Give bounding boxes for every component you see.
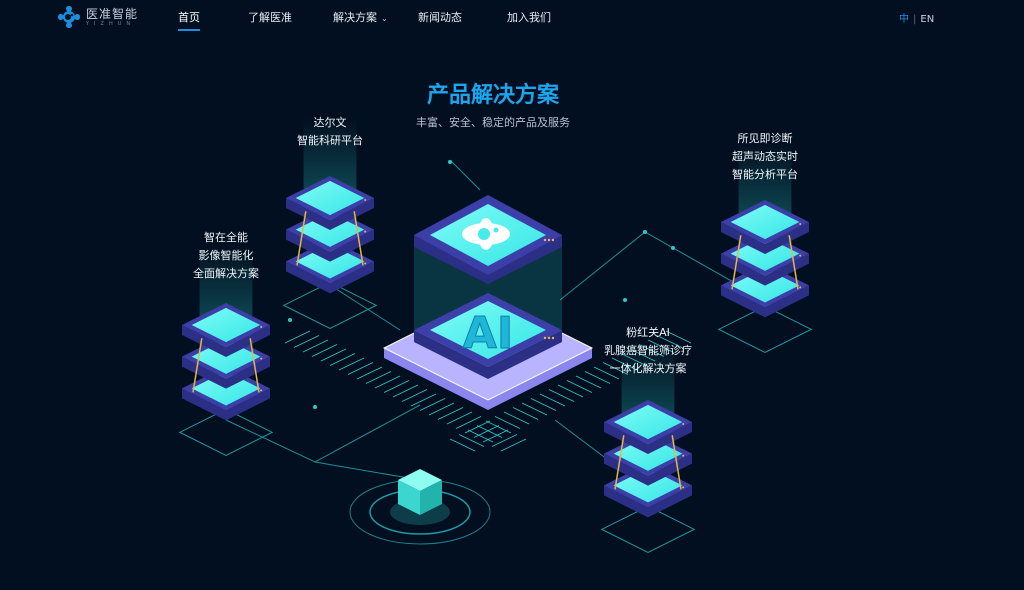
yizhun-logo-icon	[462, 218, 510, 250]
top-nav: 医准智能 YIZHUN 首页 了解医准 解决方案 ⌄ 新闻动态 加入我们 中 |EN	[0, 0, 1024, 34]
node-dot	[448, 160, 452, 164]
cube-node	[349, 469, 491, 545]
product-label-breast[interactable]: 粉红关AI 乳腺癌智能筛诊疗一体化解决方案	[604, 324, 692, 378]
label-line: 超声动态实时	[732, 150, 798, 163]
nav-solutions[interactable]: 解决方案 ⌄	[333, 9, 388, 25]
label-line: 智能科研平台	[297, 134, 363, 147]
ai-text: AI	[463, 308, 513, 359]
connector-line	[314, 461, 421, 481]
nav-about[interactable]: 了解医准	[248, 11, 292, 24]
node-dot	[671, 246, 675, 250]
nav-solutions-label: 解决方案	[333, 11, 377, 24]
product-stack-breast[interactable]	[600, 342, 696, 554]
label-line: 智在全能	[204, 231, 248, 244]
logo-subtext: YIZHUN	[86, 20, 136, 27]
logo-text: 医准智能	[86, 6, 139, 21]
connector-line	[449, 159, 481, 191]
label-line: 乳腺癌智能筛诊疗	[604, 344, 692, 357]
label-line: 达尔文	[313, 116, 347, 129]
label-line: 所见即诊断	[737, 132, 793, 145]
product-label-imaging[interactable]: 智在全能影像智能化全面解决方案	[193, 229, 259, 283]
label-line: 粉红关AI	[626, 326, 670, 339]
page-subtitle: 丰富、安全、稳定的产品及服务	[416, 116, 570, 129]
language-switch: 中 |EN	[899, 10, 934, 25]
node-dot	[313, 405, 317, 409]
nav-join[interactable]: 加入我们	[507, 11, 551, 24]
product-label-darwin[interactable]: 达尔文智能科研平台	[297, 114, 363, 150]
product-stack-darwin[interactable]	[282, 118, 378, 330]
product-label-ultrasound[interactable]: 所见即诊断超声动态实时智能分析平台	[732, 130, 798, 184]
logo[interactable]: 医准智能 YIZHUN	[56, 4, 138, 30]
lang-cn[interactable]: 中	[899, 14, 909, 25]
connector-line	[329, 284, 401, 331]
label-line: 全面解决方案	[193, 267, 259, 280]
lang-en[interactable]: EN	[920, 14, 935, 25]
label-line: 一体化解决方案	[609, 362, 687, 375]
product-stack-ultrasound[interactable]	[717, 142, 813, 354]
node-dot	[623, 298, 627, 302]
nav-news[interactable]: 新闻动态	[418, 11, 462, 24]
label-line: 智能分析平台	[732, 168, 798, 181]
lang-divider: |	[913, 14, 917, 25]
nav-home[interactable]: 首页	[178, 11, 200, 31]
label-line: 影像智能化	[198, 249, 254, 262]
node-dot	[643, 230, 647, 234]
connector-line	[225, 404, 421, 463]
logo-icon	[58, 6, 80, 28]
product-stack-imaging[interactable]	[178, 245, 274, 457]
chevron-down-icon: ⌄	[381, 14, 388, 23]
page-title: 产品解决方案	[426, 83, 559, 108]
ai-chip[interactable]: AI	[284, 195, 692, 452]
node-dot	[288, 318, 292, 322]
